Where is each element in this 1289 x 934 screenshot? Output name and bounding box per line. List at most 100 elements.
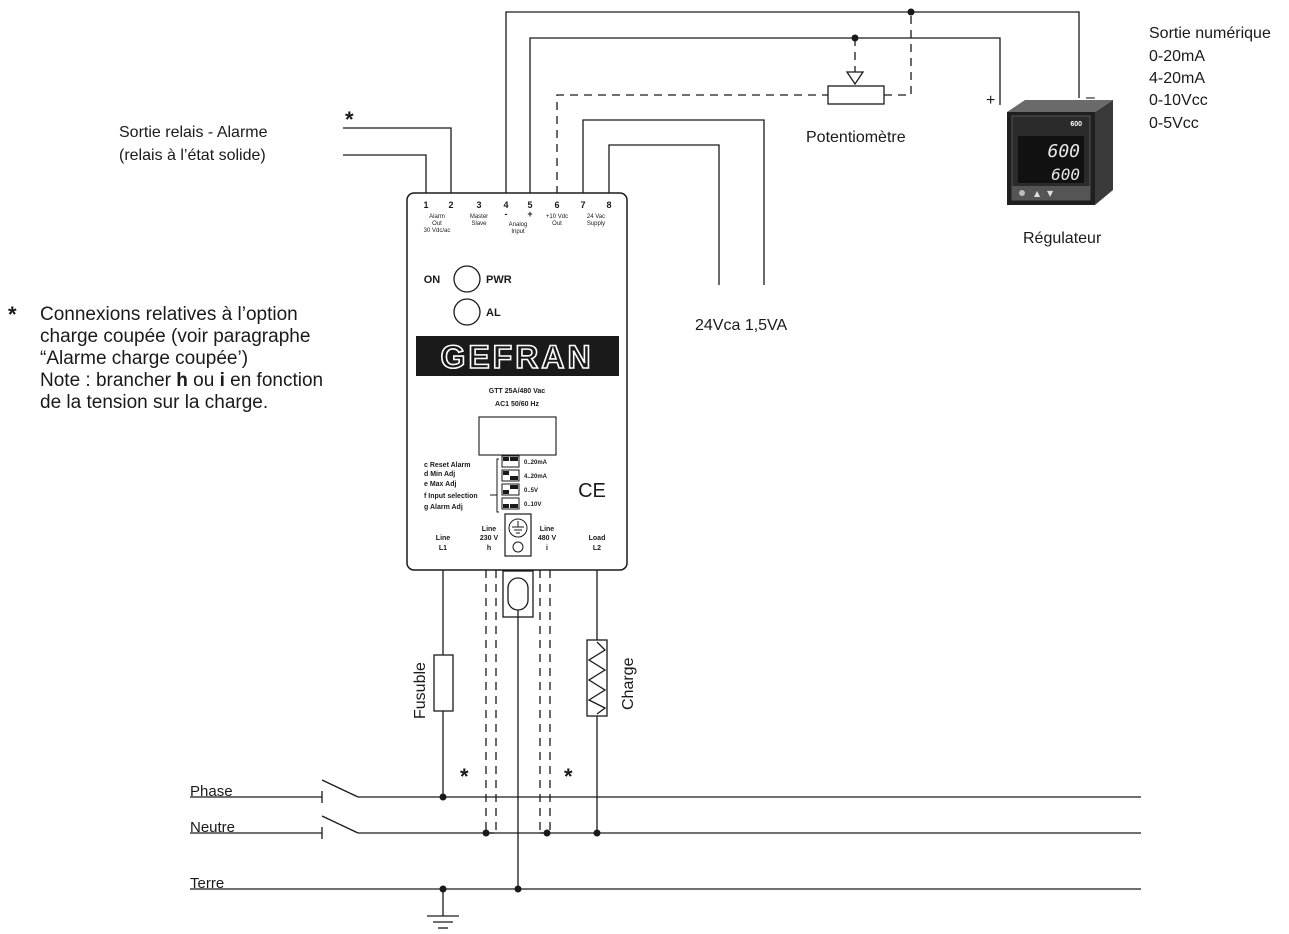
wire-dashed-pot-right	[884, 12, 912, 96]
junction-top	[907, 8, 915, 16]
led-pwr-label: PWR	[486, 274, 512, 286]
relay-output-label: Sortie relais - Alarme	[119, 124, 268, 141]
junction-neutral-h	[482, 829, 490, 837]
setting-reset-alarm: c Reset Alarm	[424, 462, 470, 469]
dip-option-4-20ma: 4..20mA	[524, 474, 548, 480]
footnote-text: Connexions relatives à l’option charge c…	[40, 304, 311, 369]
brand-bar	[416, 336, 619, 376]
model-frequency: AC1 50/60 Hz	[495, 401, 539, 408]
dip-switch-0-5v	[501, 483, 520, 496]
footnote-note: Note : brancher h ou i en fonction de la…	[40, 370, 325, 414]
power-terminal-480v: Line	[540, 526, 554, 533]
fuse-symbol	[433, 654, 454, 712]
analog-input-label: Analog	[509, 222, 528, 228]
wire-terminal4-regulator-minus	[505, 11, 1080, 208]
footnote-asterisk: *	[8, 302, 17, 327]
supply-label-2: Supply	[587, 221, 605, 227]
footnote-note-suffix: en fonction de la tension sur la charge.	[40, 370, 324, 413]
terminal-number-2: 2	[448, 200, 453, 210]
regulator-minus: –	[1086, 89, 1095, 106]
svg-text:▲: ▲	[1034, 189, 1041, 198]
neutral-switch	[321, 815, 359, 834]
footnote: * Connexions relatives à l’option charge…	[8, 304, 325, 414]
led-al-label: AL	[486, 307, 501, 319]
footnote-note-prefix: Note : brancher	[40, 370, 177, 391]
load-label: Charge	[620, 657, 637, 710]
wire-dashed-10v	[556, 94, 828, 208]
setting-input-selection: f Input selection	[424, 493, 478, 500]
setting-max-adj: e Max Adj	[424, 481, 456, 488]
master-slave-label-2: Slave	[471, 221, 487, 227]
regulator-readout-bottom: 600	[1051, 165, 1080, 184]
earth-terminal-screw	[512, 541, 524, 553]
power-terminal-230v-2: 230 V	[480, 535, 499, 542]
model-rating: GTT 25A/480 Vac	[489, 388, 546, 395]
digital-output-0-5vcc: 0-5Vcc	[1149, 115, 1199, 132]
master-slave-label: Master	[470, 214, 488, 220]
regulator-label: Régulateur	[1023, 230, 1102, 247]
junction-phase	[439, 793, 447, 801]
footnote-option-i: i	[219, 370, 225, 391]
potentiometer-arrow	[845, 71, 865, 86]
neutral-label: Neutre	[190, 819, 235, 836]
dip-switch-0-20ma	[501, 455, 520, 468]
digital-output-0-10vcc: 0-10Vcc	[1149, 92, 1208, 109]
terminal-number-8: 8	[606, 200, 611, 210]
power-terminal-480v-2: 480 V	[538, 535, 557, 542]
fuse-label: Fusuble	[412, 662, 429, 719]
dip-option-0-5v: 0..5V	[524, 488, 538, 494]
potentiometer-symbol	[827, 85, 885, 105]
wire-supply-7	[582, 119, 765, 285]
supply-label: 24 Vac	[587, 214, 605, 220]
led-pwr	[453, 265, 481, 293]
dip-option-0-20ma: 0..20mA	[524, 460, 548, 466]
supply-rating-label: 24Vca 1,5VA	[695, 317, 788, 334]
phase-switch	[321, 779, 359, 798]
power-terminal-230v-3: h	[487, 545, 491, 552]
regulator-display	[1018, 136, 1084, 183]
dip-option-0-10v: 0..10V	[524, 502, 541, 508]
setting-alarm-adj: g Alarm Adj	[424, 504, 463, 511]
earth-label: Terre	[190, 875, 224, 892]
dip-switches	[501, 455, 520, 510]
junction-pot	[851, 34, 859, 42]
brand-logo: GEFRAN	[440, 339, 593, 375]
footnote-or: ou	[187, 370, 220, 391]
power-terminal-480v-3: i	[546, 545, 548, 552]
regulator-readout-top: 600	[1047, 141, 1080, 162]
vdc-out-label-2: Out	[552, 221, 562, 227]
asterisk-phase-left: *	[460, 764, 469, 789]
relay-output-label-2: (relais à l’état solide)	[119, 147, 266, 164]
terminal-number-5: 5	[527, 200, 532, 210]
footnote-option-h: h	[176, 370, 188, 391]
junction-neutral-load	[593, 829, 601, 837]
earth-terminal-symbol	[508, 518, 528, 538]
phase-label: Phase	[190, 783, 233, 800]
wire-terminal5-regulator-plus	[529, 37, 1001, 208]
power-terminal-l2: Load	[589, 535, 606, 542]
label-window	[478, 416, 557, 456]
wire-supply-8	[608, 144, 720, 285]
dip-bracket	[496, 458, 499, 513]
analog-input-label-2: Input	[511, 229, 525, 235]
terminal-number-6: 6	[554, 200, 559, 210]
asterisk-phase-right: *	[564, 764, 573, 789]
led-al	[453, 298, 481, 326]
digital-output-0-20ma: 0-20mA	[1149, 48, 1205, 65]
digital-output-4-20ma: 4-20mA	[1149, 70, 1205, 87]
regulator-plus: +	[986, 92, 995, 109]
terminal-number-3: 3	[476, 200, 481, 210]
analog-plus: +	[527, 209, 532, 219]
power-terminal-l1: Line	[436, 535, 450, 542]
terminal-number-7: 7	[580, 200, 585, 210]
alarm-out-label: Alarm	[429, 214, 445, 220]
potentiometer-label: Potentiomètre	[806, 129, 906, 146]
alarm-out-label-2: Out	[432, 221, 442, 227]
junction-earth-ground	[439, 885, 447, 893]
setting-min-adj: d Min Adj	[424, 471, 455, 478]
ce-mark: CE	[578, 480, 606, 502]
regulator-model: 600	[1070, 121, 1082, 128]
dip-switch-0-10v	[501, 497, 520, 510]
load-zigzag	[587, 641, 607, 715]
